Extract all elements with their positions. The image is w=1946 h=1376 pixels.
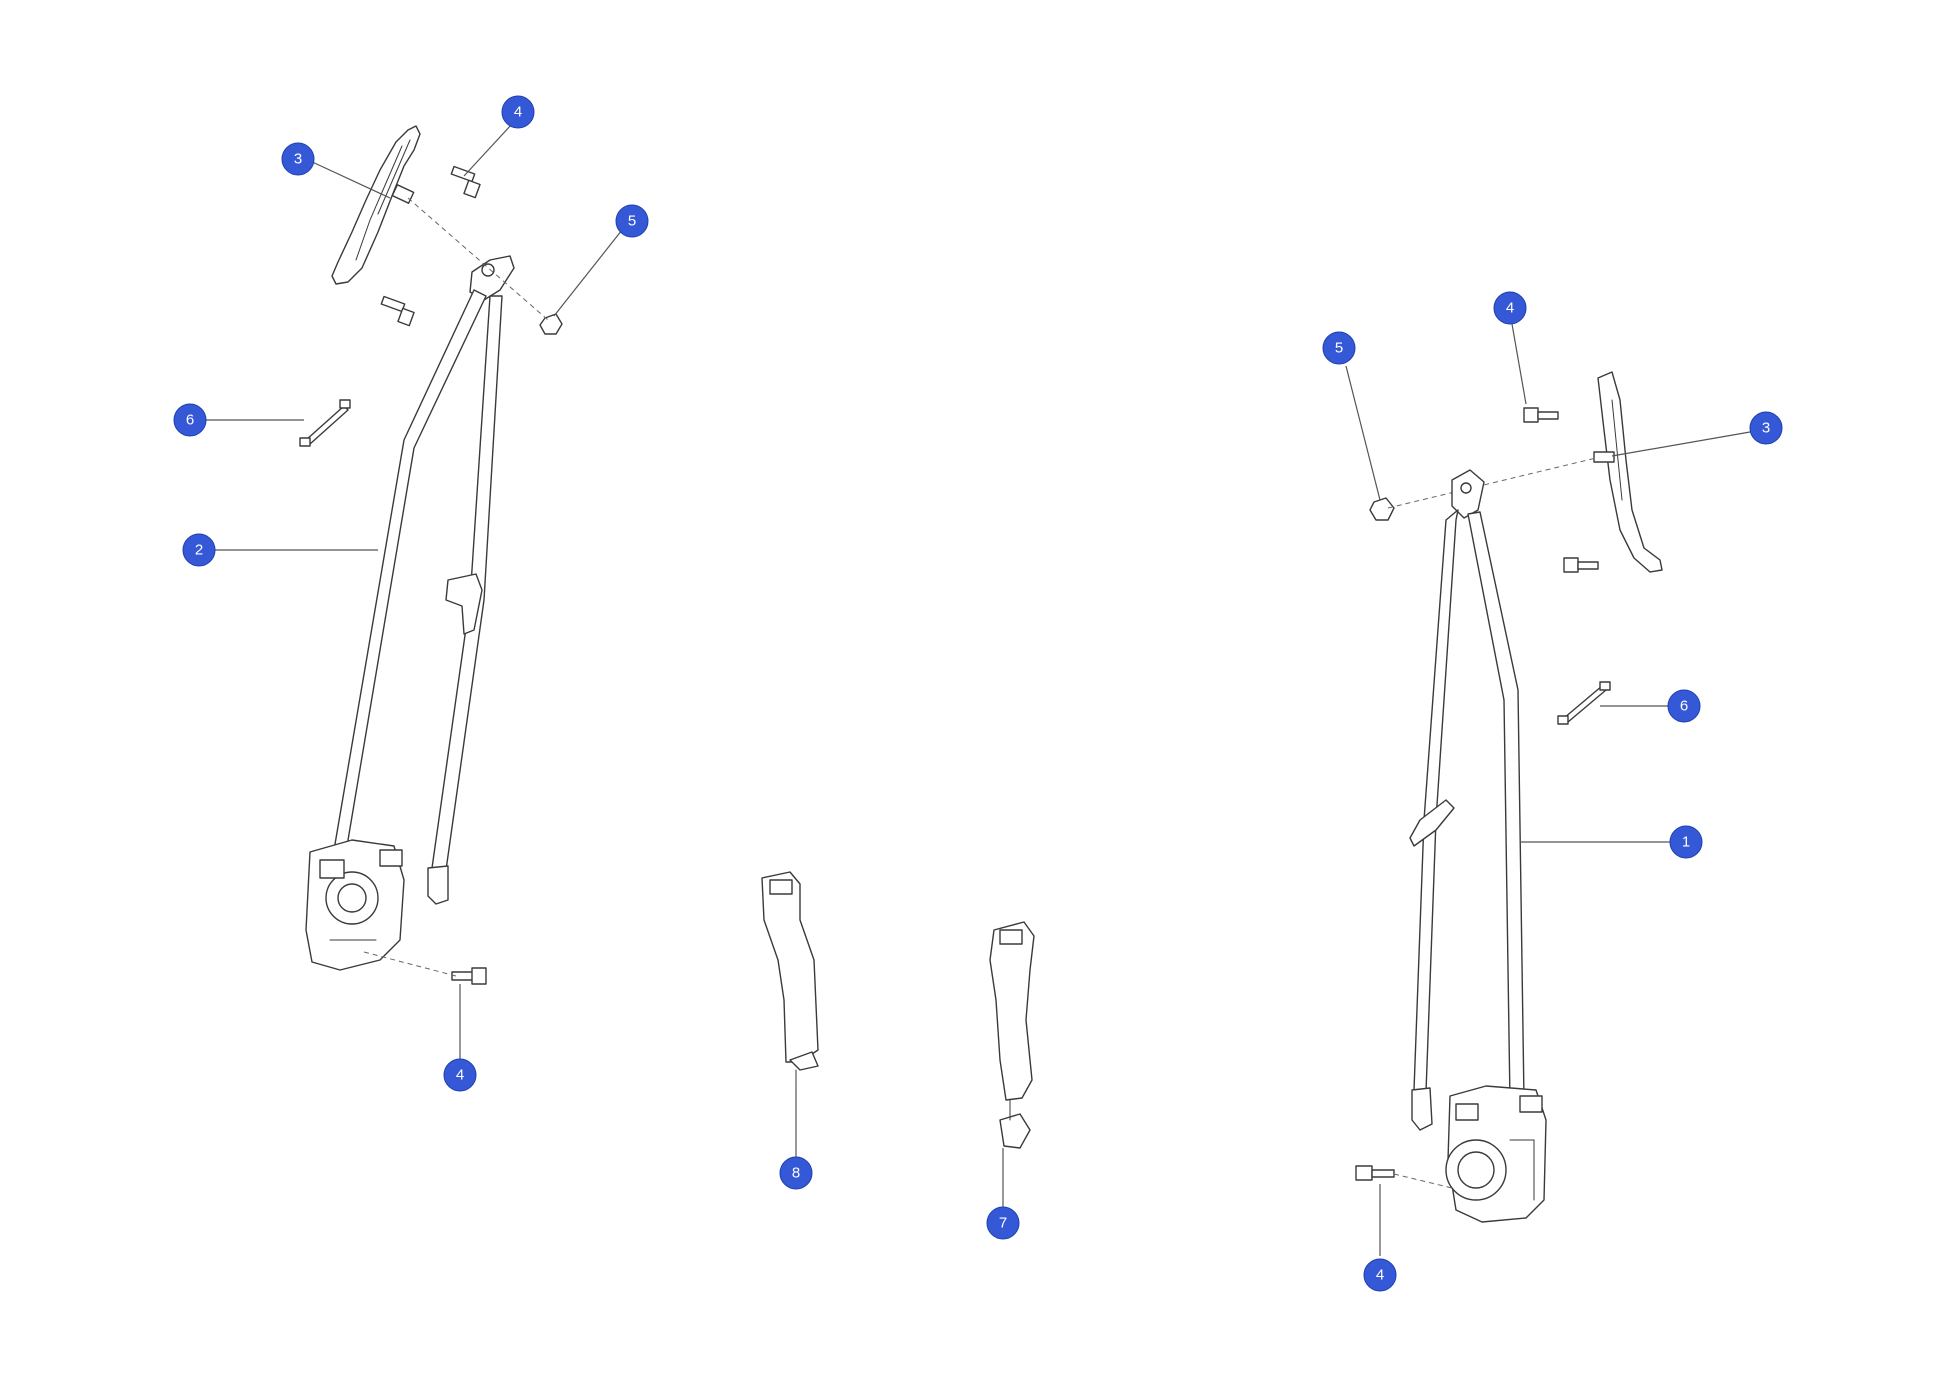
callout-right-1[interactable]: 1 [1669,825,1703,859]
left-guide-pin [299,399,351,447]
svg-text:1: 1 [1682,834,1690,851]
svg-text:4: 4 [514,104,522,121]
right-height-adjuster [1597,371,1663,573]
callout-center-7[interactable]: 7 [986,1206,1020,1240]
callout-right-3[interactable]: 3 [1749,411,1783,445]
left-seatbelt-assembly [299,125,563,985]
center-buckle-8 [761,871,819,1083]
callout-left-6[interactable]: 6 [173,403,207,437]
left-bolt-mid [380,295,415,327]
right-guide-pin [1557,681,1611,725]
right-latch-plate [1409,799,1455,847]
left-bolt-bottom [451,967,487,985]
right-d-ring [1451,469,1485,519]
callout-left-4-bottom[interactable]: 4 [443,1058,477,1092]
right-retractor [1445,1085,1547,1223]
right-seatbelt-assembly [1355,371,1663,1223]
svg-text:2: 2 [195,542,203,559]
left-webbing [333,289,487,853]
svg-text:6: 6 [1680,698,1688,715]
right-webbing [1413,509,1459,1093]
left-nut [539,313,563,335]
svg-text:3: 3 [294,151,302,168]
callout-left-2[interactable]: 2 [182,533,216,567]
svg-text:4: 4 [1506,300,1514,317]
svg-text:6: 6 [186,412,194,429]
callout-right-5[interactable]: 5 [1322,331,1356,365]
center-buckle-7 [989,921,1035,1149]
callout-left-4-top[interactable]: 4 [501,95,535,129]
svg-text:7: 7 [999,1215,1007,1232]
leader-lines [206,123,1751,1256]
right-bolt-bottom [1355,1165,1395,1181]
left-bolt-top [450,165,481,199]
svg-text:4: 4 [1376,1267,1384,1284]
svg-text:3: 3 [1762,420,1770,437]
callout-center-8[interactable]: 8 [779,1156,813,1190]
svg-text:4: 4 [456,1067,464,1084]
svg-text:8: 8 [792,1165,800,1182]
right-bolt-top [1523,407,1559,423]
left-latch-plate [445,573,483,635]
callout-right-4-top[interactable]: 4 [1493,291,1527,325]
callout-left-3[interactable]: 3 [281,142,315,176]
callout-right-6[interactable]: 6 [1667,689,1701,723]
svg-text:5: 5 [628,213,636,230]
callout-left-5[interactable]: 5 [615,204,649,238]
callouts: 3 4 5 6 2 4 8 7 [173,95,1783,1292]
right-nut [1369,497,1395,521]
left-retractor [305,839,405,971]
right-bolt-mid [1563,557,1599,573]
callout-right-4-bottom[interactable]: 4 [1363,1258,1397,1292]
svg-text:5: 5 [1335,340,1343,357]
